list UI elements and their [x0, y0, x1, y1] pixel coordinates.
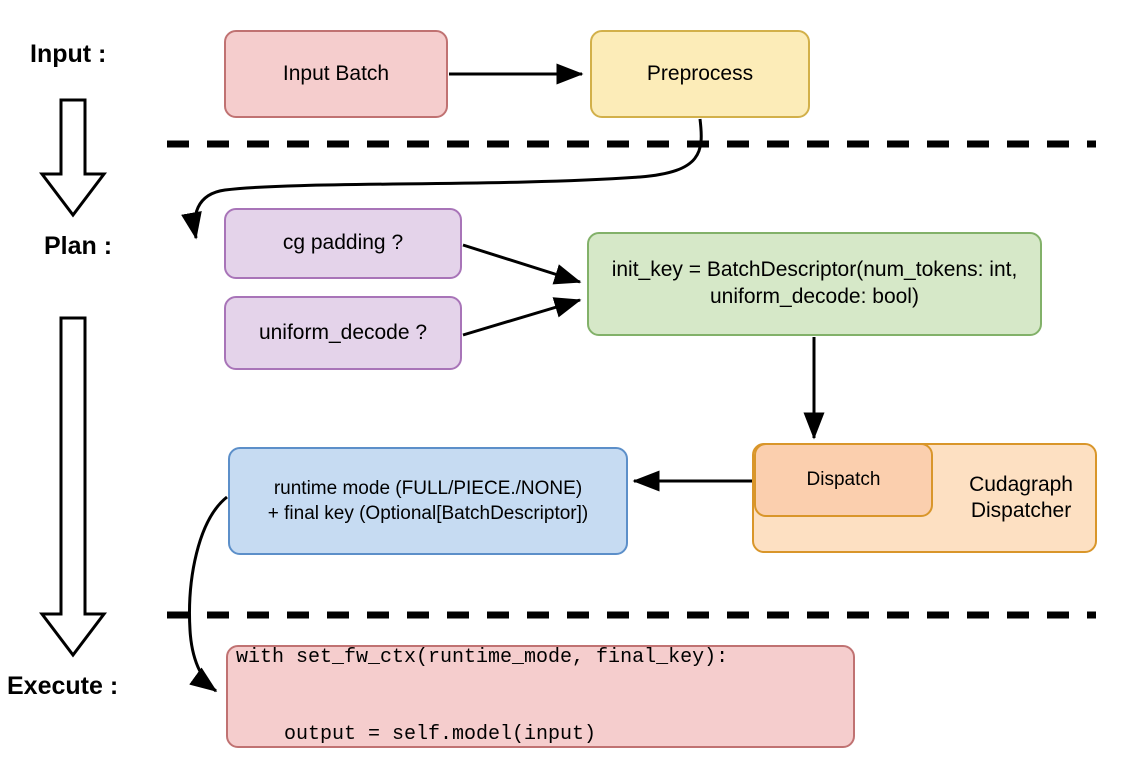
node-cg-padding[interactable]: cg padding ? [224, 208, 462, 279]
node-init-key-text: init_key = BatchDescriptor(num_tokens: i… [612, 257, 1018, 311]
node-exec-code-line2: output = self.model(input) [236, 723, 597, 747]
stage-label-execute: Execute : [7, 672, 119, 700]
connector-uniform-decode-to-init-key [462, 297, 582, 337]
node-runtime-mode[interactable]: runtime mode (FULL/PIECE./NONE) + final … [228, 447, 628, 555]
node-exec-code-line1: with set_fw_ctx(runtime_mode, final_key)… [236, 646, 729, 670]
plan-to-execute-arrow [38, 316, 108, 658]
node-cudagraph-dispatcher-line2: Dispatcher [970, 499, 1072, 522]
node-init-key-line2: uniform_decode: bool) [710, 285, 919, 308]
node-uniform-decode[interactable]: uniform_decode ? [224, 296, 462, 370]
node-runtime-mode-line1: runtime mode (FULL/PIECE./NONE) [273, 477, 583, 499]
node-exec-code-text: with set_fw_ctx(runtime_mode, final_key)… [236, 594, 728, 770]
node-cg-padding-label: cg padding ? [282, 231, 404, 255]
stage-label-plan: Plan : [44, 232, 113, 260]
node-input-batch-label: Input Batch [282, 61, 390, 85]
node-init-key-line1: init_key = BatchDescriptor(num_tokens: i… [611, 258, 1018, 282]
node-preprocess[interactable]: Preprocess [590, 30, 810, 118]
node-runtime-mode-text: runtime mode (FULL/PIECE./NONE) + final … [268, 476, 589, 527]
node-cudagraph-dispatcher-text: Cudagraph Dispatcher [969, 472, 1073, 525]
node-init-key[interactable]: init_key = BatchDescriptor(num_tokens: i… [587, 232, 1042, 336]
node-input-batch[interactable]: Input Batch [224, 30, 448, 118]
node-dispatch[interactable]: Dispatch [754, 443, 933, 517]
node-cudagraph-dispatcher-line1: Cudagraph [969, 472, 1073, 496]
connector-runtime-mode-to-exec-code [188, 495, 228, 693]
node-preprocess-label: Preprocess [646, 61, 754, 85]
node-runtime-mode-line2: + final key (Optional[BatchDescriptor]) [267, 503, 589, 524]
node-uniform-decode-label: uniform_decode ? [258, 320, 428, 344]
connector-preprocess-to-cg-padding [181, 118, 703, 240]
node-dispatch-label: Dispatch [806, 468, 881, 490]
connector-cg-padding-to-init-key [462, 243, 582, 285]
node-exec-code[interactable]: with set_fw_ctx(runtime_mode, final_key)… [226, 645, 855, 748]
input-to-plan-arrow [38, 98, 108, 218]
stage-label-input: Input : [30, 40, 107, 68]
